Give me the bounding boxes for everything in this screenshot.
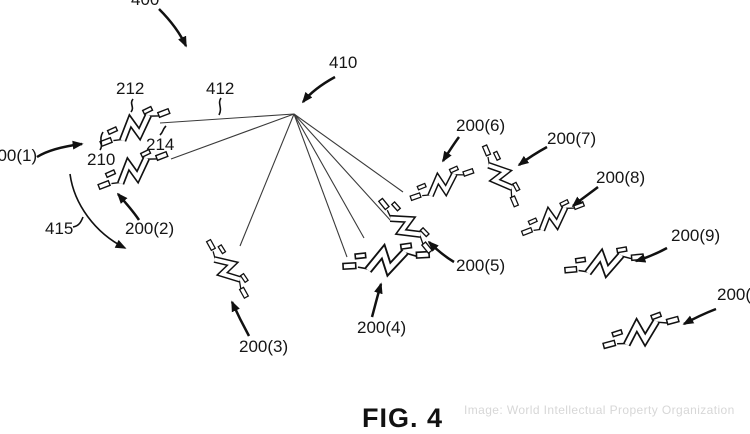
link-to-device-1 bbox=[159, 113, 295, 124]
arrow-200-3 bbox=[230, 300, 251, 337]
arrow-200-10 bbox=[682, 307, 717, 326]
label-200-10: 200(10) bbox=[717, 285, 750, 304]
figure-caption: FIG. 4 bbox=[362, 403, 444, 433]
label-200-2: 200(2) bbox=[125, 219, 175, 238]
label-212: 212 bbox=[116, 79, 145, 98]
link-to-device-3 bbox=[239, 113, 295, 247]
label-415: 415 bbox=[45, 219, 74, 238]
arrow-200-9 bbox=[634, 246, 668, 263]
label-400: 400 bbox=[131, 0, 159, 10]
leader-212 bbox=[130, 98, 134, 113]
label-200-4: 200(4) bbox=[357, 318, 407, 337]
leader-210 bbox=[99, 131, 104, 151]
arc-415 bbox=[69, 173, 127, 249]
label-200-1: 200(1) bbox=[0, 146, 38, 165]
arrow-200-8 bbox=[571, 186, 599, 208]
leader-415 bbox=[72, 216, 84, 228]
device-200-10 bbox=[600, 310, 681, 349]
device-200-4 bbox=[343, 239, 431, 276]
arrow-200-7 bbox=[517, 145, 548, 167]
arrow-410 bbox=[301, 75, 336, 104]
leader-lines bbox=[72, 97, 222, 228]
device-200-7 bbox=[482, 140, 524, 211]
communication-links bbox=[159, 113, 404, 258]
label-200-6: 200(6) bbox=[456, 116, 506, 135]
link-to-device-4b bbox=[293, 113, 365, 239]
device-200-9 bbox=[565, 245, 644, 276]
arrow-200-4 bbox=[370, 282, 383, 318]
link-to-device-4a bbox=[293, 113, 348, 258]
label-214: 214 bbox=[146, 135, 175, 154]
label-200-3: 200(3) bbox=[239, 337, 289, 356]
label-410: 410 bbox=[329, 53, 358, 72]
link-to-device-5 bbox=[293, 113, 392, 222]
arrow-200-5 bbox=[427, 240, 455, 264]
patent-diagram bbox=[36, 8, 717, 421]
label-200-5: 200(5) bbox=[456, 256, 506, 275]
link-to-device-2 bbox=[170, 113, 295, 160]
arrow-200-1 bbox=[36, 140, 84, 159]
leader-214 bbox=[159, 125, 167, 136]
arrow-400 bbox=[158, 8, 188, 48]
label-200-7: 200(7) bbox=[547, 129, 597, 148]
device-200-5 bbox=[378, 187, 437, 260]
link-to-device-6 bbox=[293, 113, 404, 193]
label-200-9: 200(9) bbox=[671, 226, 721, 245]
device-200-6 bbox=[406, 163, 477, 200]
arrow-200-2 bbox=[116, 192, 141, 221]
label-210: 210 bbox=[87, 150, 116, 169]
device-200-3 bbox=[206, 232, 253, 303]
image-credit: Image: World Intellectual Property Organ… bbox=[464, 403, 735, 417]
arrow-200-6 bbox=[441, 136, 461, 163]
reference-arrows bbox=[36, 8, 717, 337]
leader-412 bbox=[218, 97, 222, 116]
label-200-8: 200(8) bbox=[596, 168, 646, 187]
label-412: 412 bbox=[206, 79, 235, 98]
